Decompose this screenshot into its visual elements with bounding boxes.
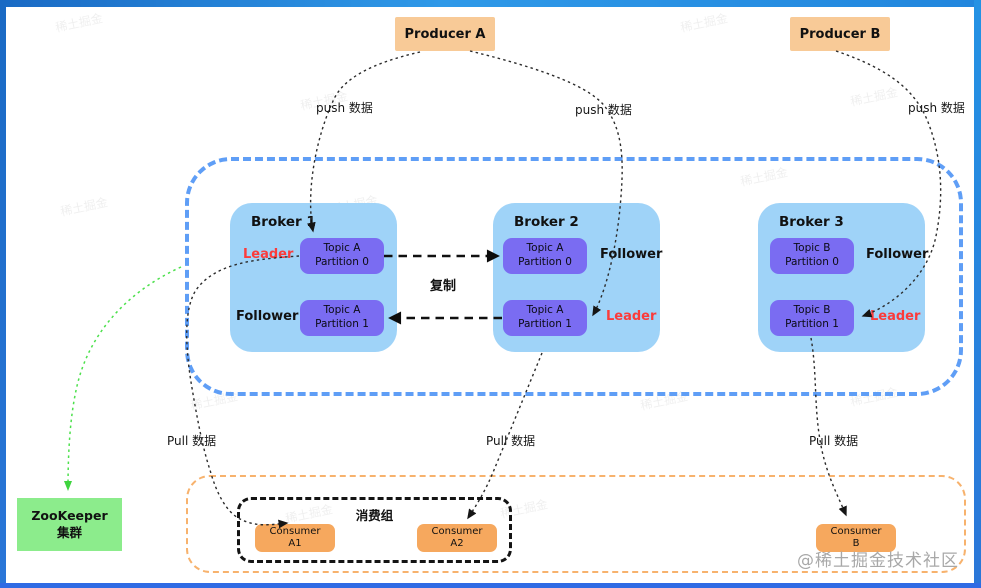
consumer-group-title: 消费组 — [355, 508, 394, 523]
broker2-topicA-partition0: Topic A Partition 0 — [503, 238, 587, 274]
pull-label-consumer-b: Pull 数据 — [809, 434, 859, 448]
consumer-a1-box: Consumer A1 — [255, 524, 335, 552]
frame-border-left — [0, 0, 6, 588]
broker3-topicB-partition1: Topic B Partition 1 — [770, 300, 854, 336]
consumer-b-box: Consumer B — [816, 524, 896, 552]
zookeeper-label: ZooKeeper — [31, 507, 108, 523]
community-watermark: @稀土掘金技术社区 — [797, 551, 959, 571]
partition-id: Partition 1 — [315, 318, 369, 330]
consumer-name: Consumer — [269, 525, 321, 537]
frame-border-bottom — [0, 583, 981, 588]
partition-topic: Topic A — [323, 242, 361, 255]
partition-topic: Topic A — [323, 304, 361, 317]
partition-id: Partition 1 — [518, 318, 572, 330]
broker2-topicA-partition1: Topic A Partition 1 — [503, 300, 587, 336]
broker-1-title: Broker 1 — [251, 214, 316, 230]
broker3-follower-label: Follower — [866, 247, 929, 262]
frame-border-top — [0, 0, 981, 7]
watermark-tile: 稀土掘金 — [849, 85, 900, 109]
watermark-tile: 稀土掘金 — [54, 11, 105, 35]
arrow-cluster-zookeeper — [64, 266, 182, 491]
consumer-a2-box: Consumer A2 — [417, 524, 497, 552]
broker1-topicA-partition1: Topic A Partition 1 — [300, 300, 384, 336]
producer-b-box: Producer B — [790, 17, 890, 51]
consumer-id: A1 — [288, 538, 302, 549]
push-label-producer-b: push 数据 — [908, 101, 965, 115]
broker1-topicA-partition0: Topic A Partition 0 — [300, 238, 384, 274]
producer-a-box: Producer A — [395, 17, 495, 51]
watermark-tile: 稀土掘金 — [59, 195, 110, 219]
push-label-producer-a-2: push 数据 — [575, 103, 632, 117]
broker-3-title: Broker 3 — [779, 214, 844, 230]
partition-id: Partition 0 — [315, 256, 369, 268]
broker1-leader-label: Leader — [243, 247, 294, 262]
consumer-name: Consumer — [431, 525, 483, 537]
zookeeper-cluster-box: ZooKeeper 集群 — [17, 498, 122, 551]
pull-label-consumer-a1: Pull 数据 — [167, 434, 217, 448]
broker2-leader-label: Leader — [606, 309, 657, 324]
consumer-id: B — [852, 538, 860, 549]
consumer-name: Consumer — [830, 525, 882, 537]
partition-topic: Topic A — [526, 242, 564, 255]
broker1-follower-label: Follower — [236, 309, 299, 324]
partition-topic: Topic B — [793, 304, 831, 317]
broker3-topicB-partition0: Topic B Partition 0 — [770, 238, 854, 274]
push-label-producer-a-1: push 数据 — [316, 101, 373, 115]
replicate-label: 复制 — [430, 279, 457, 294]
broker2-follower-label: Follower — [600, 247, 663, 262]
consumer-group-boundary: 消费组 — [237, 497, 512, 563]
zookeeper-label-cn: 集群 — [56, 524, 82, 540]
broker3-leader-label: Leader — [870, 309, 921, 324]
frame-border-right — [974, 0, 981, 588]
partition-id: Partition 0 — [518, 256, 572, 268]
partition-topic: Topic B — [793, 242, 831, 255]
partition-id: Partition 1 — [785, 318, 839, 330]
partition-topic: Topic A — [526, 304, 564, 317]
watermark-tile: 稀土掘金 — [679, 11, 730, 35]
consumer-id: A2 — [450, 538, 464, 549]
pull-label-consumer-a2: Pull 数据 — [486, 434, 536, 448]
broker-2-title: Broker 2 — [514, 214, 579, 230]
partition-id: Partition 0 — [785, 256, 839, 268]
